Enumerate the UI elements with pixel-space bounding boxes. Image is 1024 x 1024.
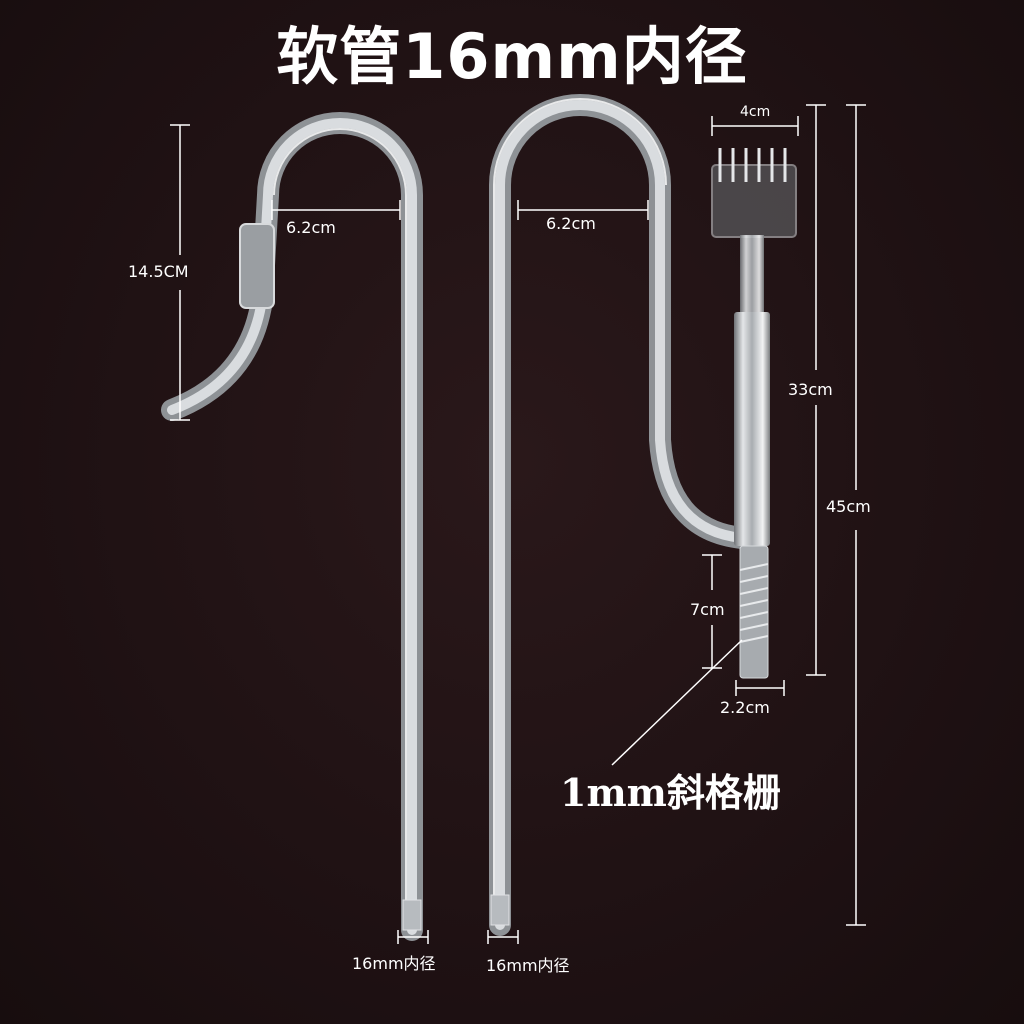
middle-inner-diameter-label: 16mm内径 <box>486 956 570 975</box>
right-strainer-tube <box>711 148 797 679</box>
upper-length-label: 33cm <box>788 380 833 399</box>
left-outflow-tube <box>161 112 423 941</box>
bottom-diameter-label: 2.2cm <box>720 698 770 717</box>
middle-width-label: 6.2cm <box>546 214 596 233</box>
left-width-label: 6.2cm <box>286 218 336 237</box>
top-strainer-crown <box>711 164 797 238</box>
dimension-lines <box>170 104 866 944</box>
page-title: 软管16mm内径 <box>276 20 748 93</box>
left-inner-diameter-label: 16mm内径 <box>352 954 436 973</box>
hose-connector <box>239 223 275 309</box>
left-height-label: 14.5CM <box>128 262 189 281</box>
top-diameter-label: 4cm <box>740 104 771 120</box>
middle-inflow-tube <box>489 94 753 936</box>
lower-length-label: 7cm <box>690 600 725 619</box>
total-length-label: 45cm <box>826 497 871 516</box>
grille-label: 1mm斜格栅 <box>560 770 781 815</box>
